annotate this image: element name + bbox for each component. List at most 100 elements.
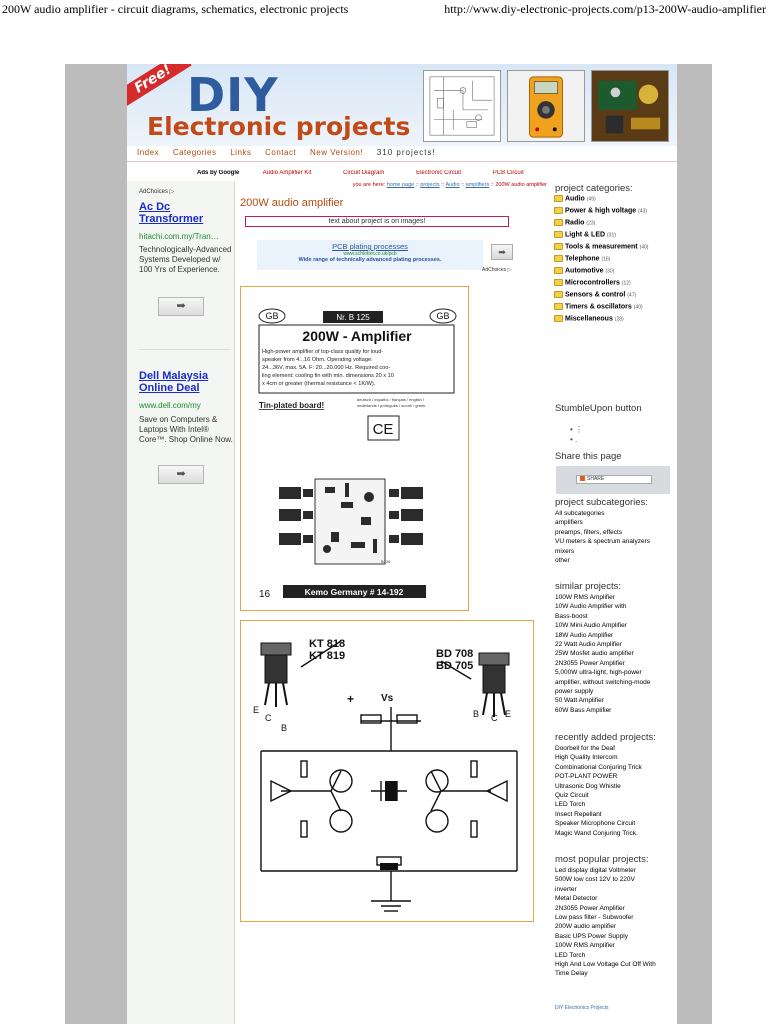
recent-project-item[interactable]: Magic Wand Conjuring Trick. <box>555 829 638 837</box>
popular-project-item[interactable]: 200W audio amplifier <box>555 923 617 931</box>
similar-project-item[interactable]: 50 Watt Amplifier <box>555 697 604 705</box>
logo-subtitle[interactable]: Electronic projects <box>147 112 411 141</box>
similar-project-item[interactable]: 22 Watt Audio Amplifier <box>555 641 622 649</box>
ad2-url[interactable]: www.dell.com/my <box>139 401 201 410</box>
category-automotive[interactable]: Automotive (30) <box>554 267 676 279</box>
subcategory-item[interactable]: mixers <box>555 547 575 555</box>
similar-project-item[interactable]: 60W Bass Amplifier <box>555 706 612 714</box>
promo-ad[interactable]: PCB plating processes www.schlotter.co.u… <box>257 240 483 270</box>
ad-divider <box>139 349 231 350</box>
logo-diy[interactable]: DIY <box>187 68 279 122</box>
stumble-button[interactable]: • ⋮• . <box>570 425 584 444</box>
ad2-go-button[interactable]: ➡ <box>158 465 204 484</box>
recent-project-item[interactable]: Ultrasonic Dog Whistle <box>555 782 621 790</box>
category-timers[interactable]: Timers & oscillators (40) <box>554 303 676 315</box>
similar-project-item[interactable]: 10W Mini Audio Amplifier <box>555 622 627 630</box>
popular-project-item[interactable]: Time Delay <box>555 970 588 978</box>
subcategory-list: All subcategories amplifiers preamps, fi… <box>555 509 677 565</box>
nav-categories[interactable]: Categories <box>172 148 217 157</box>
recent-project-item[interactable]: High Quality Intercom <box>555 754 618 762</box>
category-sensors[interactable]: Sensors & control (47) <box>554 291 676 303</box>
breadcrumb-projects[interactable]: projects <box>420 182 440 188</box>
category-misc[interactable]: Miscellaneous (28) <box>554 315 676 327</box>
nav-index[interactable]: Index <box>137 148 160 157</box>
category-microcontrollers[interactable]: Microcontrollers (12) <box>554 279 676 291</box>
similar-project-item[interactable]: Bass-boost <box>555 612 588 620</box>
ad-link-electronic-circuit[interactable]: Electronic Circuit <box>416 170 462 176</box>
subcategory-item[interactable]: other <box>555 557 570 565</box>
site-banner[interactable]: Free! DIY Electronic projects <box>127 64 677 146</box>
similar-project-item[interactable]: 5,000W ultra-light, high-power <box>555 669 642 677</box>
subcategory-item[interactable]: preamps, filters, effects <box>555 528 623 536</box>
similar-project-item[interactable]: amplifier, without switching-mode <box>555 678 651 686</box>
similar-project-item[interactable]: 10W Audio Amplifier with <box>555 603 627 611</box>
promo-go-button[interactable]: ➡ <box>491 244 513 260</box>
ad1-title[interactable]: Ac Dc Transformer <box>139 201 204 225</box>
recent-project-item[interactable]: LED Torch <box>555 801 586 809</box>
adchoices-label-mid[interactable]: AdChoices ▷ <box>482 267 512 273</box>
popular-project-item[interactable]: Basic UPS Power Supply <box>555 932 628 940</box>
adchoices-label[interactable]: AdChoices ▷ <box>139 189 175 195</box>
kit-desc-line-3: 24...36V, max. 5A. F: 20...20.000 Hz. Re… <box>262 365 390 371</box>
outer-frame: Free! DIY Electronic projects <box>65 64 712 1024</box>
category-light-led[interactable]: Light & LED (31) <box>554 231 676 243</box>
similar-project-item[interactable]: 100W RMS Amplifier <box>555 594 615 601</box>
popular-project-item[interactable]: inverter <box>555 885 577 893</box>
subcategory-item[interactable]: All subcategories <box>555 510 605 517</box>
nav-new-version[interactable]: New Version! <box>309 148 364 157</box>
subcategory-item[interactable]: VU meters & spectrum analyzers <box>555 538 651 546</box>
share-button[interactable]: SHARE <box>576 475 652 484</box>
recent-project-item[interactable]: Insect Repellant <box>555 810 602 818</box>
breadcrumb-amplifiers[interactable]: amplifiers <box>465 182 490 188</box>
ad-link-pcb-circuit[interactable]: PCB Circuit <box>492 170 524 176</box>
ad-link-audio-kit[interactable]: Audio Amplifier Kit <box>262 170 312 176</box>
popular-project-item[interactable]: High And Low Voltage Cut Off With <box>555 961 656 969</box>
recent-project-item[interactable]: Quiz Circuit <box>555 792 589 800</box>
kit-desc-line-2: speaker from 4...16 Ohm. Operating volta… <box>262 357 373 363</box>
recent-project-item[interactable]: Speaker Microphone Circuit <box>555 820 636 828</box>
pin-c-left: C <box>265 713 272 723</box>
breadcrumb-prefix: you are here: <box>352 182 386 188</box>
popular-project-item[interactable]: LED Torch <box>555 951 586 959</box>
recent-project-item[interactable]: POT-PLANT POWER <box>555 773 618 781</box>
category-audio[interactable]: Audio (49) <box>554 195 676 207</box>
share-icon <box>580 476 585 482</box>
ad1-url[interactable]: hitachi.com.my/Tran… <box>139 232 219 241</box>
popular-project-item[interactable]: Metal Detector <box>555 895 598 903</box>
popular-project-item[interactable]: 2N3055 Power Amplifier <box>555 904 625 912</box>
popular-project-item[interactable]: Led display digital Voltmeter <box>555 867 636 874</box>
folder-icon <box>554 303 563 310</box>
banner-circuit-board-image <box>591 70 669 142</box>
recent-project-item[interactable]: Combinational Conjuring Trick <box>555 763 642 771</box>
category-tools[interactable]: Tools & measurement (40) <box>554 243 676 255</box>
popular-project-item[interactable]: 500W low cost 12V to 220V <box>555 876 635 884</box>
breadcrumb-home[interactable]: home page <box>386 182 415 188</box>
recent-project-item[interactable]: Doorbell for the Deaf <box>555 745 615 752</box>
nav-links[interactable]: Links <box>230 148 252 157</box>
subcategory-item[interactable]: amplifiers <box>555 519 583 527</box>
breadcrumb-audio[interactable]: Audio <box>445 182 460 188</box>
popular-project-item[interactable]: Low pass filter - Subwoofer <box>555 914 634 922</box>
similar-project-item[interactable]: 25W Mosfet audio amplifier <box>555 650 634 658</box>
popular-project-item[interactable]: 100W RMS Amplifier <box>555 942 615 950</box>
supply-plus-label: + <box>347 692 354 706</box>
similar-project-item[interactable]: 2N3055 Power Amplifier <box>555 659 625 667</box>
tin-plated-label: Tin-plated board! <box>259 401 324 410</box>
gb-badge-left: GB <box>265 311 278 321</box>
category-telephone[interactable]: Telephone (16) <box>554 255 676 267</box>
transistor-label-kt818: KT 818 <box>309 638 345 650</box>
similar-project-item[interactable]: power supply <box>555 688 594 696</box>
breadcrumb-sep: :: <box>461 182 465 188</box>
ad2-title[interactable]: Dell Malaysia Online Deal <box>139 370 209 394</box>
ad2-description: Save on Computers & Laptops With Intel® … <box>139 415 233 444</box>
promo-title[interactable]: PCB plating processes <box>332 242 408 251</box>
footer-link[interactable]: DIY Electronics Projects <box>555 1005 609 1011</box>
promo-url[interactable]: www.schlotter.co.uk/pcb <box>343 251 397 257</box>
similar-project-item[interactable]: 18W Audio Amplifier <box>555 631 614 639</box>
category-power[interactable]: Power & high voltage (43) <box>554 207 676 219</box>
category-radio[interactable]: Radio (23) <box>554 219 676 231</box>
ad-link-circuit-diagram[interactable]: Circuit Diagram <box>343 170 385 176</box>
nav-contact[interactable]: Contact <box>265 148 297 157</box>
print-url: http://www.diy-electronic-projects.com/p… <box>444 2 766 16</box>
ad1-go-button[interactable]: ➡ <box>158 297 204 316</box>
